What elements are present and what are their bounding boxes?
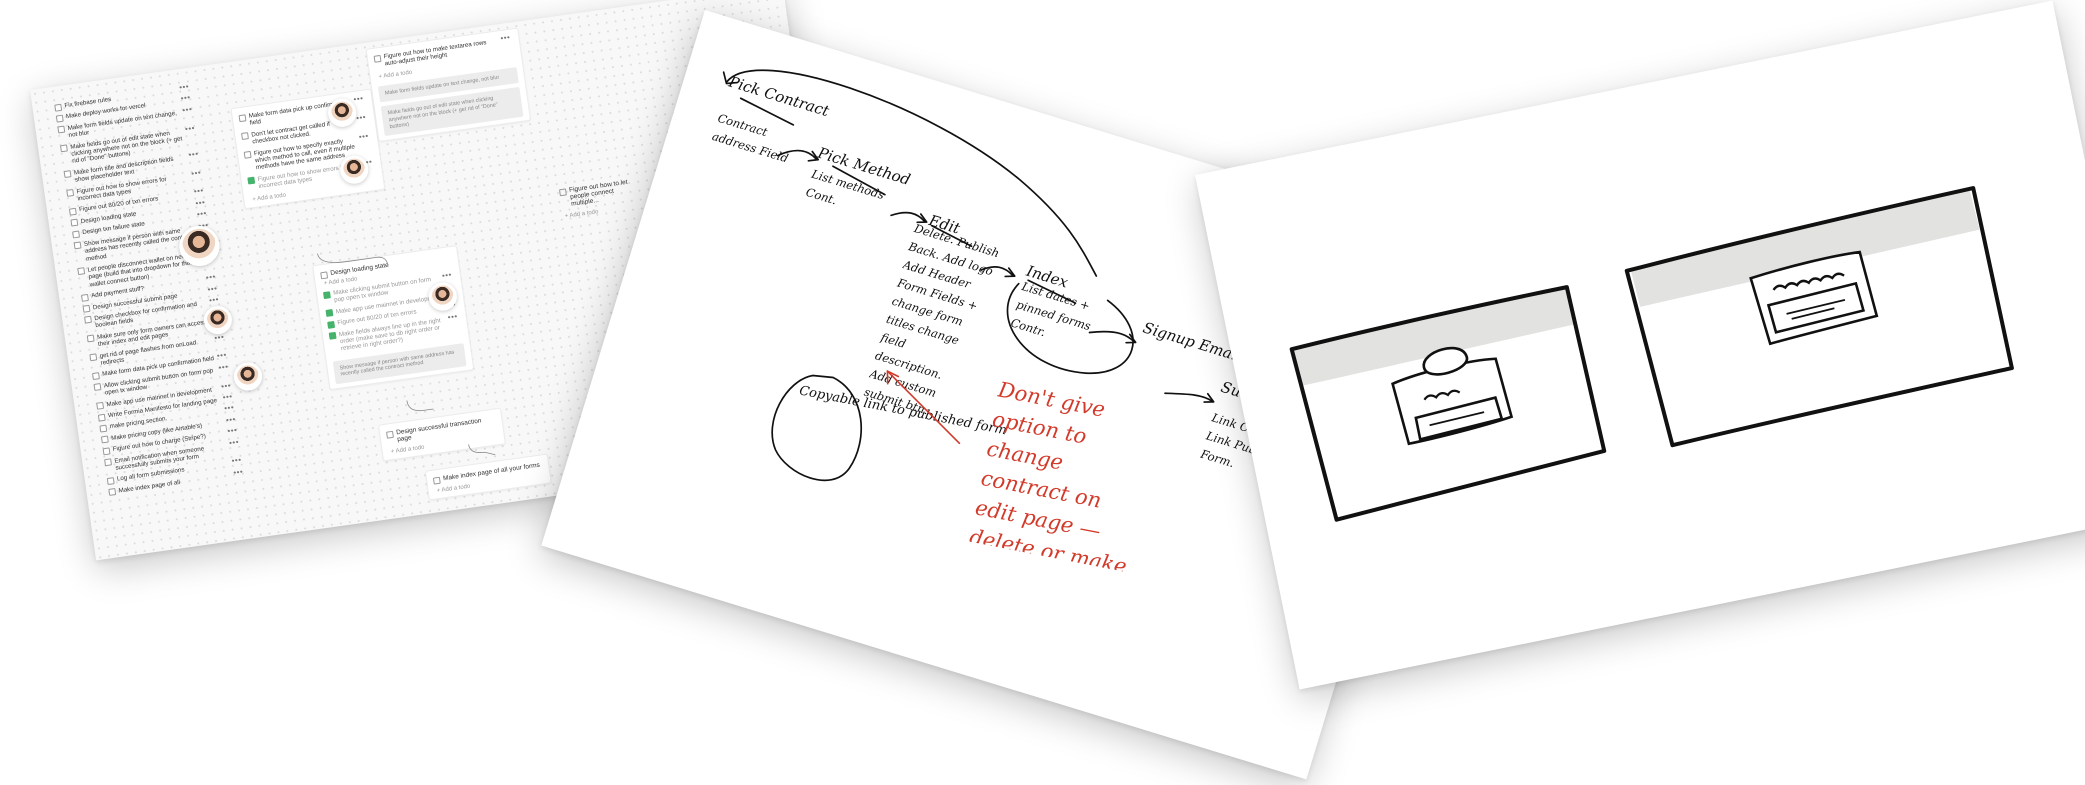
flow-arrow [890, 211, 926, 223]
todo-checkbox[interactable] [581, 0, 590, 1]
callout-circle [771, 374, 862, 482]
flow-arrow [1006, 282, 1134, 374]
flow-arrow [726, 69, 1098, 277]
flow-arrow [1164, 392, 1214, 403]
flow-arrow [980, 266, 1014, 277]
wireframe-frame-left [1289, 285, 1607, 522]
flow-arrow [1088, 330, 1136, 343]
todo-item[interactable]: Fix••• [581, 0, 643, 4]
task-board-sheet: Fix firebase rules•••Make deploy works f… [30, 0, 849, 561]
more-options-icon[interactable]: ••• [631, 0, 642, 4]
connector-lines [317, 253, 496, 456]
red-note: Don't give option to change contract on … [968, 377, 1129, 572]
wireframe-sheet [1195, 0, 2085, 690]
wireframe-frame-right [1624, 186, 2014, 448]
flow-step-notes: Contract address Field [710, 110, 791, 166]
flow-step-label: Pick Contract [726, 72, 832, 120]
red-arrow [886, 370, 961, 445]
flow-step-notes: Delete. Publish Back. Add logo Add Heade… [862, 221, 1002, 418]
flow-arrow [776, 149, 818, 160]
wireframe-drawing [1289, 186, 2014, 522]
